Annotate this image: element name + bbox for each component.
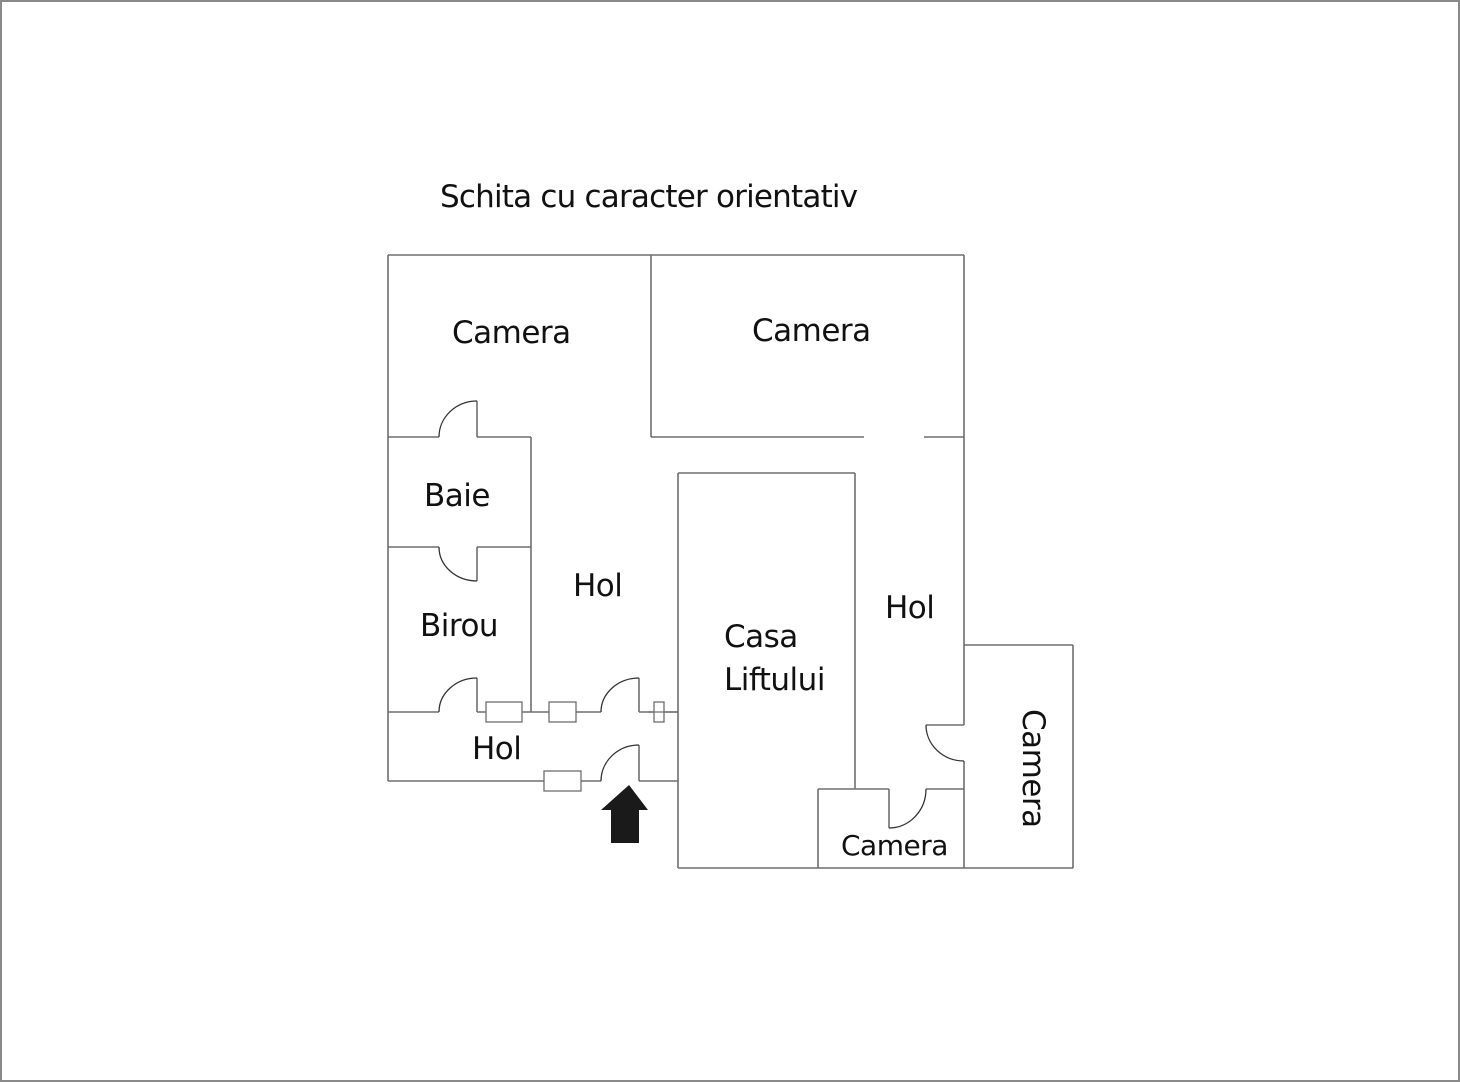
room-label-camera-top-right: Camera [752, 313, 871, 349]
door-swings [438, 400, 965, 829]
room-label-camera-bottom: Camera [841, 829, 948, 862]
entrance-arrow-up-icon [601, 785, 648, 843]
room-label-birou: Birou [420, 608, 499, 644]
room-label-hol-bottom: Hol [472, 731, 522, 767]
room-label-camera-right: Camera [1015, 709, 1051, 828]
plan-title: Schita cu caracter orientativ [440, 179, 858, 215]
door-swing-entrance-icon [600, 744, 640, 782]
opening-2 [548, 701, 577, 723]
room-label-hol-right: Hol [885, 590, 935, 626]
door-swing-baie-birou-icon [438, 546, 478, 582]
door-swing-hol-icon [600, 677, 640, 713]
door-swing-birou-icon [438, 677, 478, 713]
room-label-baie: Baie [424, 478, 490, 514]
door-swing-camera-bottom-icon [888, 788, 927, 829]
opening-1 [485, 701, 523, 723]
room-label-casa-liftului: Casa Liftului [724, 619, 825, 698]
room-label-hol-center: Hol [573, 568, 623, 604]
room-label-camera-top-left: Camera [452, 315, 571, 351]
door-swing-camera-baie-icon [438, 400, 478, 438]
door-swing-camera-right-icon [925, 724, 965, 762]
opening-4 [543, 770, 582, 792]
